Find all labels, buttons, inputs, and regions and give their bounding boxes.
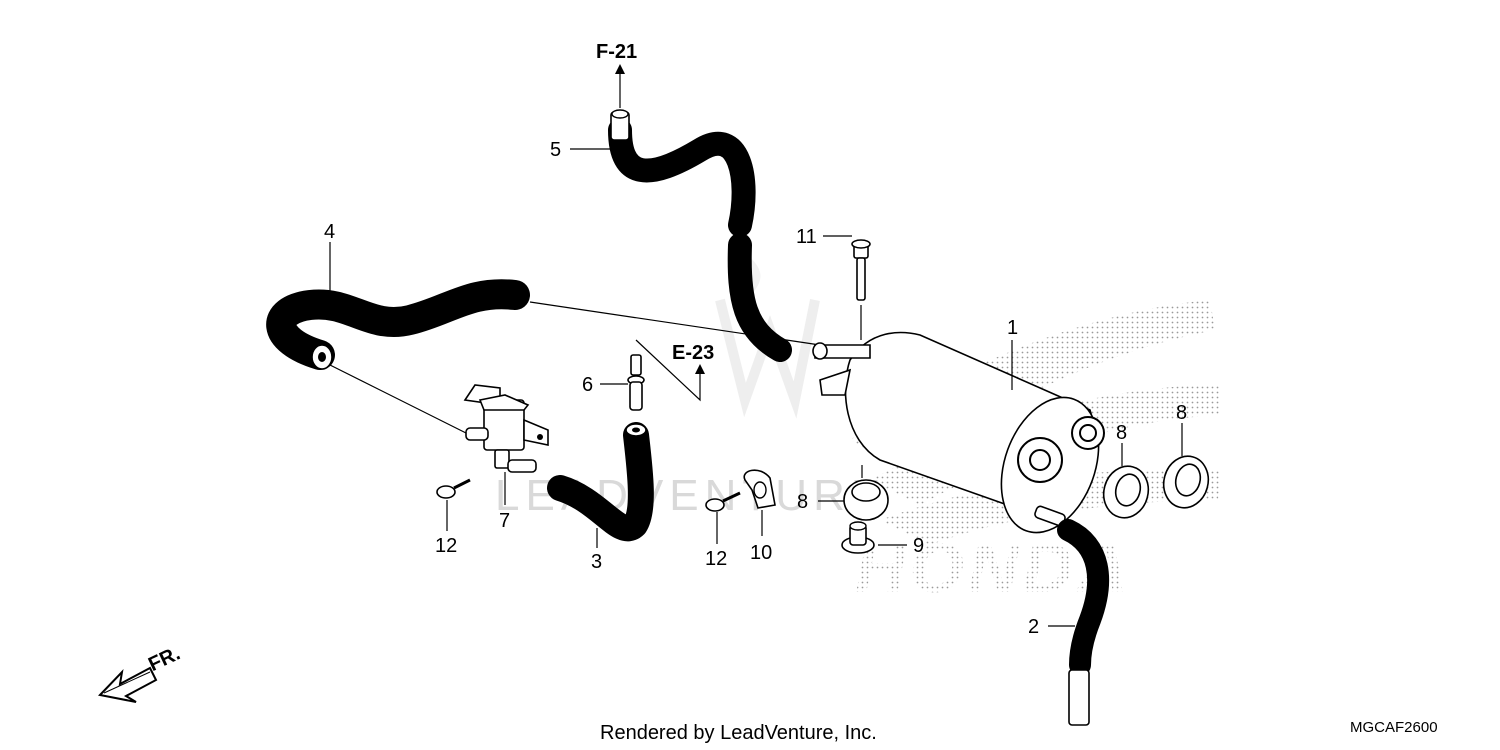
callout-3[interactable]: 3 [591, 551, 602, 573]
diagram-code: MGCAF2600 [1350, 719, 1438, 736]
callout-6[interactable]: 6 [582, 374, 593, 396]
ref-f21[interactable]: F-21 [596, 41, 637, 63]
callout-1[interactable]: 1 [1007, 317, 1018, 339]
part-5-hose [608, 109, 756, 237]
part-10-clamp [743, 469, 776, 509]
part-12-screw-right [705, 491, 741, 512]
callout-9[interactable]: 9 [913, 535, 924, 557]
footer-credit: Rendered by LeadVenture, Inc. [600, 722, 877, 744]
part-6-fitting [627, 354, 645, 411]
part-7-solenoid-valve [463, 384, 549, 473]
part-3-hose [547, 422, 654, 542]
part-4-hose [266, 279, 530, 370]
callout-12-right[interactable]: 12 [705, 548, 727, 570]
callout-10[interactable]: 10 [750, 542, 772, 564]
part-8-grommet-bottom [843, 465, 889, 521]
callout-5[interactable]: 5 [550, 139, 561, 161]
callout-8-middle[interactable]: 8 [1116, 422, 1127, 444]
part-9-collar [841, 521, 875, 554]
callout-11[interactable]: 11 [796, 226, 817, 248]
ref-e23[interactable]: E-23 [672, 342, 714, 364]
part-2-hose [1057, 519, 1110, 726]
callout-8-right[interactable]: 8 [1176, 402, 1187, 424]
part-8-grommet-right [1162, 455, 1210, 509]
callout-12-left[interactable]: 12 [435, 535, 457, 557]
callout-8-bottom[interactable]: 8 [797, 491, 808, 513]
front-direction-arrow-icon [98, 666, 158, 703]
part-1-canister [812, 331, 1105, 534]
part-11-bolt [851, 239, 871, 340]
callout-7[interactable]: 7 [499, 510, 510, 532]
callout-4[interactable]: 4 [324, 221, 335, 243]
part-5-hose-lower [727, 233, 792, 362]
part-12-screw-left [436, 478, 471, 499]
part-8-grommet-middle [1102, 465, 1150, 519]
callout-2[interactable]: 2 [1028, 616, 1039, 638]
